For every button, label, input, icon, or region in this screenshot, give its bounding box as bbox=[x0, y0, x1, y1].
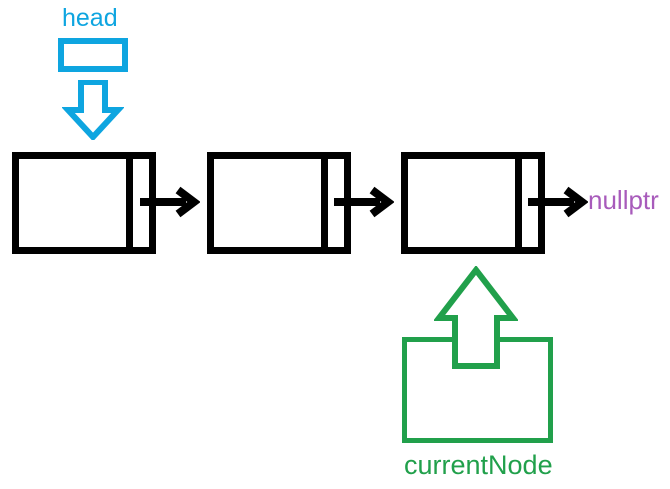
node-divider bbox=[126, 159, 133, 247]
next-pointer-arrow-icon bbox=[138, 186, 201, 218]
node-divider bbox=[321, 159, 328, 247]
list-node[interactable] bbox=[12, 152, 156, 254]
list-node[interactable] bbox=[401, 152, 545, 254]
next-pointer-arrow-icon bbox=[526, 186, 589, 218]
node-divider bbox=[515, 159, 522, 247]
current-node-arrow-up-icon bbox=[432, 265, 520, 371]
next-pointer-arrow-icon bbox=[332, 186, 395, 218]
current-node-label: currentNode bbox=[404, 450, 553, 480]
head-pointer-box bbox=[58, 38, 128, 72]
list-node[interactable] bbox=[207, 152, 351, 254]
head-pointer-label: head bbox=[62, 4, 118, 32]
nullptr-label: nullptr bbox=[588, 185, 659, 215]
head-arrow-down-icon bbox=[61, 79, 125, 142]
